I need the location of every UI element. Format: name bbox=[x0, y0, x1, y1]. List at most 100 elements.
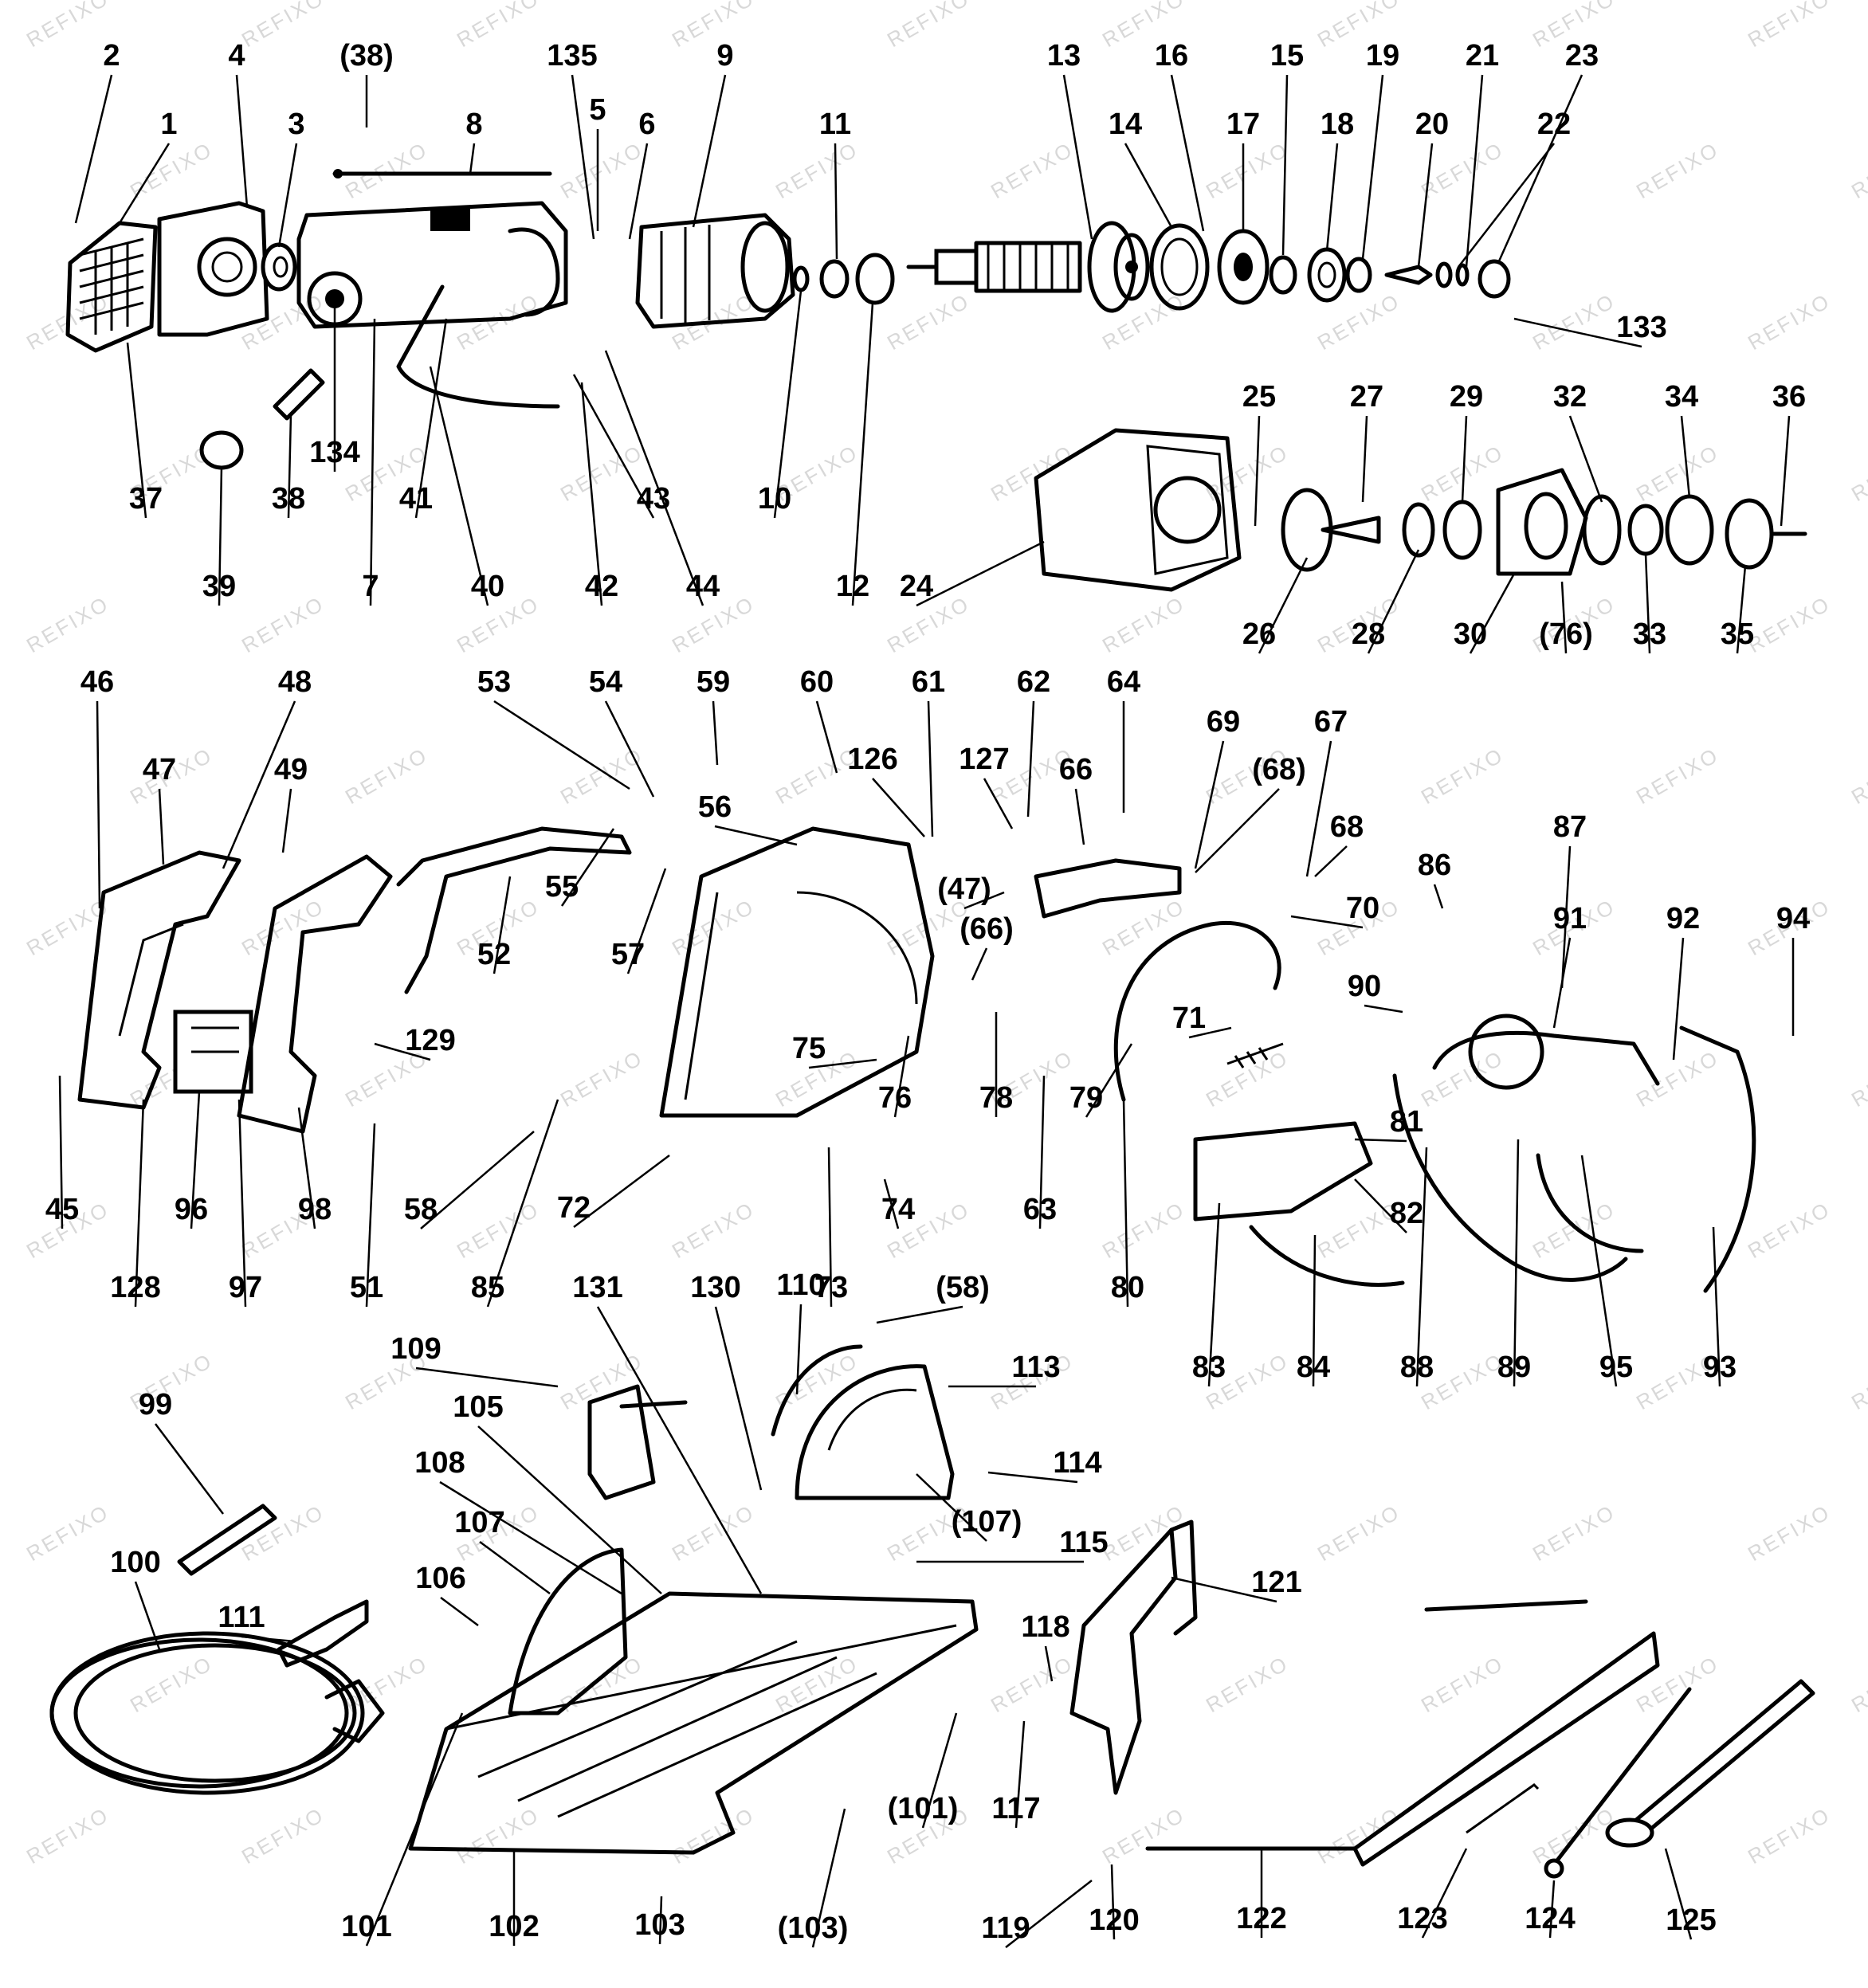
leader-line bbox=[1038, 1075, 1046, 1229]
part-bearing-set-18-23 bbox=[1269, 247, 1511, 303]
part-number-label: 47 bbox=[143, 753, 176, 786]
part-number-label: 135 bbox=[547, 39, 597, 73]
part-number-label: 35 bbox=[1721, 618, 1754, 651]
part-number-label: 45 bbox=[45, 1193, 79, 1226]
leader-line bbox=[1122, 1099, 1129, 1308]
part-number-label: (107) bbox=[952, 1505, 1022, 1539]
part-clip-111 bbox=[277, 1599, 369, 1668]
part-number-label: 94 bbox=[1776, 902, 1810, 935]
part-number-label: (66) bbox=[960, 912, 1014, 946]
part-number-label: 43 bbox=[637, 482, 670, 516]
leader-line bbox=[1560, 845, 1572, 989]
part-number-label: 24 bbox=[900, 570, 933, 603]
part-number-label: (38) bbox=[339, 39, 394, 73]
leader-line bbox=[1465, 74, 1484, 268]
part-number-label: 8 bbox=[465, 108, 482, 141]
part-number-label: 3 bbox=[288, 108, 304, 141]
leader-line bbox=[927, 700, 934, 837]
leader-line bbox=[1712, 1226, 1721, 1387]
part-number-label: 12 bbox=[836, 570, 869, 603]
part-rear-housing bbox=[157, 201, 269, 337]
leader-line bbox=[893, 1035, 910, 1118]
watermark-text: REFIXO bbox=[22, 591, 113, 657]
leader-line bbox=[1552, 937, 1572, 1029]
leader-line bbox=[851, 302, 874, 606]
part-number-label: 122 bbox=[1236, 1902, 1286, 1935]
part-number-label: 58 bbox=[404, 1193, 438, 1226]
leader-line bbox=[1421, 1848, 1468, 1939]
part-riving-knife-bracket-69 bbox=[1034, 858, 1182, 919]
leader-line bbox=[1085, 1043, 1133, 1118]
part-number-label: 25 bbox=[1242, 380, 1276, 414]
leader-line bbox=[1513, 317, 1642, 348]
leader-line bbox=[1026, 700, 1035, 818]
part-number-label: 108 bbox=[414, 1446, 465, 1480]
part-number-label: 2 bbox=[103, 39, 120, 73]
part-handle-left-48 bbox=[77, 850, 241, 1110]
part-number-label: 68 bbox=[1330, 810, 1364, 844]
part-number-label: 90 bbox=[1348, 970, 1381, 1003]
leader-line bbox=[1074, 788, 1085, 845]
leader-line bbox=[1580, 1155, 1618, 1387]
watermark-text: REFIXO bbox=[1098, 1802, 1189, 1868]
watermark-text: REFIXO bbox=[341, 137, 432, 203]
part-upper-guard-60 bbox=[659, 826, 935, 1118]
leader-line bbox=[414, 318, 448, 519]
part-number-label: 107 bbox=[454, 1506, 504, 1539]
watermark-text: REFIXO bbox=[1632, 137, 1723, 203]
part-number-label: 34 bbox=[1665, 380, 1698, 414]
leader-line bbox=[1644, 553, 1651, 654]
part-motor-housing bbox=[296, 201, 568, 329]
part-number-label: 100 bbox=[110, 1546, 160, 1579]
leader-line bbox=[374, 1042, 431, 1061]
part-number-label: 70 bbox=[1346, 892, 1379, 925]
leader-line bbox=[1044, 1645, 1054, 1682]
part-bow-handle-52 bbox=[396, 826, 632, 994]
part-cable-guard-38 bbox=[273, 368, 325, 421]
watermark-text: REFIXO bbox=[668, 0, 759, 52]
leader-line bbox=[1258, 557, 1309, 654]
part-number-label: 86 bbox=[1418, 849, 1451, 882]
watermark-text: REFIXO bbox=[237, 591, 328, 657]
watermark-text: REFIXO bbox=[237, 1802, 328, 1868]
watermark-text: REFIXO bbox=[883, 0, 974, 52]
part-number-label: 118 bbox=[1021, 1610, 1069, 1644]
leader-line bbox=[1014, 1720, 1026, 1829]
part-brush-cap-39 bbox=[199, 430, 244, 470]
part-number-label: 114 bbox=[1053, 1446, 1101, 1480]
leader-line bbox=[479, 1540, 551, 1595]
leader-line bbox=[1354, 1138, 1407, 1143]
part-number-label: 9 bbox=[716, 39, 733, 73]
part-number-label: 69 bbox=[1207, 705, 1240, 739]
leader-line bbox=[1290, 915, 1364, 929]
part-number-label: (101) bbox=[888, 1792, 959, 1825]
part-number-label: 52 bbox=[477, 938, 511, 971]
part-number-label: 78 bbox=[979, 1081, 1013, 1115]
leader-line bbox=[987, 1471, 1078, 1484]
part-number-label: 37 bbox=[129, 482, 163, 516]
part-number-label: 14 bbox=[1109, 108, 1142, 141]
part-number-label: 91 bbox=[1553, 902, 1587, 935]
part-number-label: 73 bbox=[814, 1271, 848, 1304]
part-armature bbox=[906, 221, 1150, 313]
part-number-label: 33 bbox=[1633, 618, 1666, 651]
leader-line bbox=[1171, 1576, 1277, 1603]
part-number-label: 11 bbox=[819, 108, 851, 141]
part-number-label: 51 bbox=[350, 1271, 383, 1304]
leader-line bbox=[1325, 143, 1339, 252]
part-number-label: 125 bbox=[1666, 1904, 1716, 1937]
leader-line bbox=[827, 1147, 833, 1308]
watermark-text: REFIXO bbox=[1098, 1197, 1189, 1263]
leader-line bbox=[572, 374, 655, 519]
leader-line bbox=[1415, 1147, 1428, 1387]
leader-line bbox=[1680, 415, 1691, 499]
watermark-text: REFIXO bbox=[556, 137, 647, 203]
part-number-label: 54 bbox=[589, 665, 622, 699]
leader-line bbox=[440, 1596, 479, 1627]
leader-line bbox=[571, 74, 595, 240]
watermark-text: REFIXO bbox=[22, 1802, 113, 1868]
part-hex-key-123 bbox=[1466, 1783, 1540, 1834]
leader-line bbox=[1364, 1004, 1403, 1014]
leader-line bbox=[1568, 415, 1603, 503]
part-number-label: 88 bbox=[1400, 1351, 1434, 1384]
